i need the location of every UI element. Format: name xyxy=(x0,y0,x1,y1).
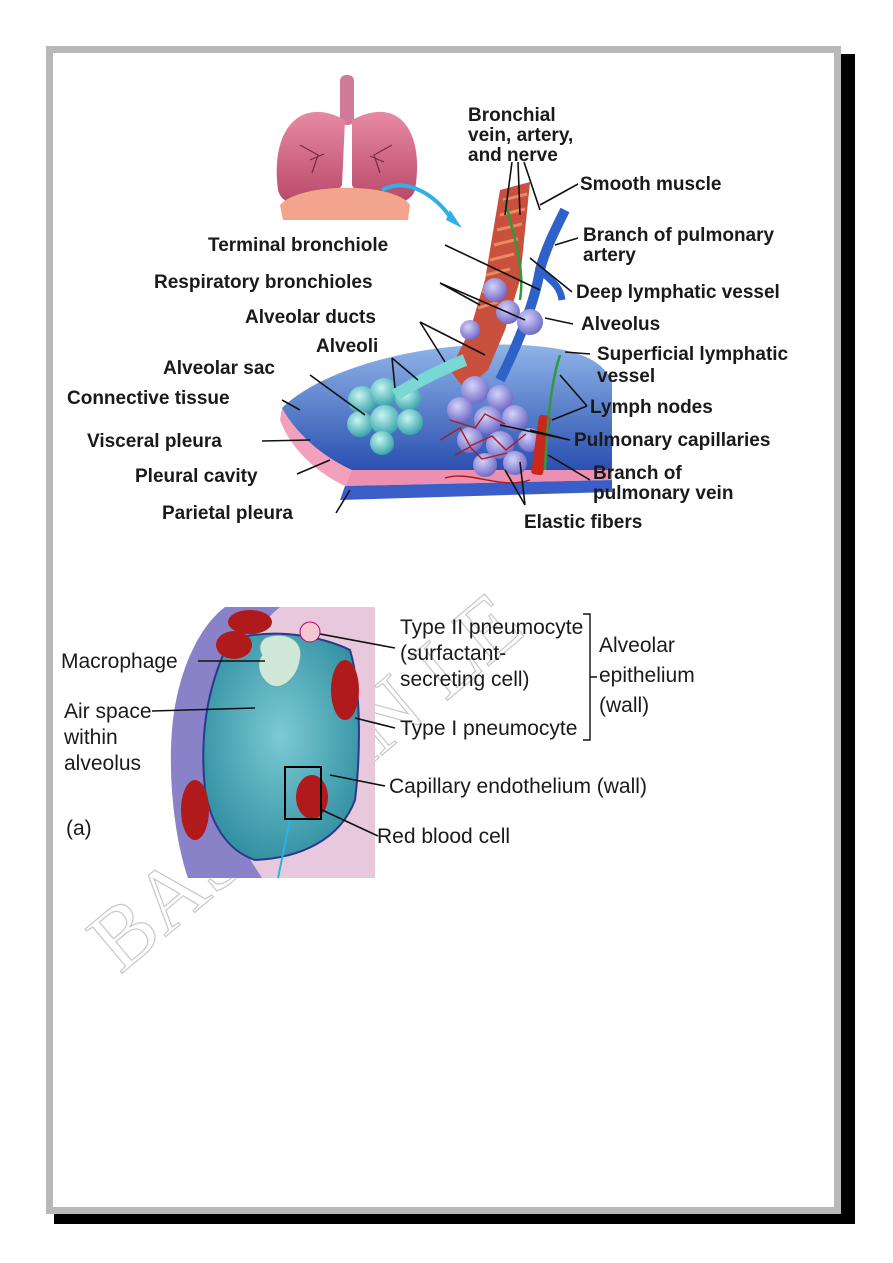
type2-pneumocyte-shape xyxy=(299,621,321,643)
rbc-shape xyxy=(296,775,328,819)
label-smooth-muscle: Smooth muscle xyxy=(580,174,721,195)
label-pulmonary-capillaries: Pulmonary capillaries xyxy=(574,430,770,451)
label-bronchial: vein, artery, xyxy=(468,125,573,146)
figure-a-labels: Bronchial vein, artery, and nerve Smooth… xyxy=(67,105,789,533)
label-air-space: Air space xyxy=(64,700,152,723)
label-alveolar-epithelium: Alveolar xyxy=(599,634,675,657)
label-branch-pulmonary-vein: pulmonary vein xyxy=(593,483,733,504)
label-alveolar-epithelium: (wall) xyxy=(599,694,649,717)
label-parietal-pleura: Parietal pleura xyxy=(162,503,293,524)
frame-shadow xyxy=(841,54,855,1222)
label-branch-pulmonary-artery: Branch of pulmonary xyxy=(583,225,775,246)
pulmonary-capillaries-network xyxy=(439,413,531,484)
label-connective-tissue: Connective tissue xyxy=(67,388,230,409)
pulmonary-artery xyxy=(537,267,566,301)
label-macrophage: Macrophage xyxy=(61,650,178,673)
label-branch-pulmonary-artery: artery xyxy=(583,245,636,266)
label-lymph-nodes: Lymph nodes xyxy=(590,397,713,418)
figure-b-leaders xyxy=(151,613,597,837)
frame-shadow xyxy=(54,1214,855,1224)
pulmonary-vein xyxy=(531,414,551,476)
rbc-shape xyxy=(216,631,252,659)
label-bronchial: Bronchial xyxy=(468,105,556,126)
label-branch-pulmonary-vein: Branch of xyxy=(593,463,682,484)
label-type2-pneumocyte: secreting cell) xyxy=(400,668,530,691)
label-air-space: alveolus xyxy=(64,752,141,775)
lungs-thumbnail xyxy=(276,75,462,228)
label-pleural-cavity: Pleural cavity xyxy=(135,466,258,487)
macrophage-shape xyxy=(258,634,302,688)
figure-b-illustration xyxy=(170,607,375,879)
label-terminal-bronchiole: Terminal bronchiole xyxy=(208,235,388,256)
label-respiratory-bronchioles: Respiratory bronchioles xyxy=(154,272,373,293)
label-alveoli: Alveoli xyxy=(316,336,378,357)
label-type2-pneumocyte: (surfactant- xyxy=(400,642,506,665)
figure-b-labels: Type II pneumocyte (surfactant- secretin… xyxy=(61,616,695,848)
lymphatic-vessel xyxy=(543,354,562,471)
label-superficial-lymphatic-vessel: vessel xyxy=(597,366,655,387)
label-alveolar-sac: Alveolar sac xyxy=(163,358,275,379)
figure-a-illustration xyxy=(276,75,612,500)
label-elastic-fibers: Elastic fibers xyxy=(524,512,642,533)
label-deep-lymphatic-vessel: Deep lymphatic vessel xyxy=(576,282,780,303)
label-type1-pneumocyte: Type I pneumocyte xyxy=(400,717,577,740)
page-frame xyxy=(46,46,841,1214)
zoom-box xyxy=(284,766,322,820)
label-type2-pneumocyte: Type II pneumocyte xyxy=(400,616,583,639)
zoom-pointer xyxy=(277,819,291,879)
rbc-shape xyxy=(228,610,272,634)
figure-a-leaders xyxy=(261,161,591,514)
label-alveolus: Alveolus xyxy=(581,314,660,335)
alveolar-sac xyxy=(347,354,468,455)
rbc-shape xyxy=(181,780,209,840)
label-capillary-endothelium: Capillary endothelium (wall) xyxy=(389,775,647,798)
label-air-space: within xyxy=(63,726,118,749)
label-red-blood-cell: Red blood cell xyxy=(377,825,510,848)
label-visceral-pleura: Visceral pleura xyxy=(87,431,222,452)
label-alveolar-epithelium: epithelium xyxy=(599,664,695,687)
rbc-shape xyxy=(331,660,359,720)
alveolus-cluster xyxy=(447,278,543,477)
label-alveolar-ducts: Alveolar ducts xyxy=(245,307,376,328)
label-superficial-lymphatic-vessel: Superficial lymphatic xyxy=(597,344,789,365)
label-panel-a: (a) xyxy=(66,817,92,840)
lymphatic-vessel xyxy=(503,199,523,301)
label-bronchial: and nerve xyxy=(468,145,558,166)
